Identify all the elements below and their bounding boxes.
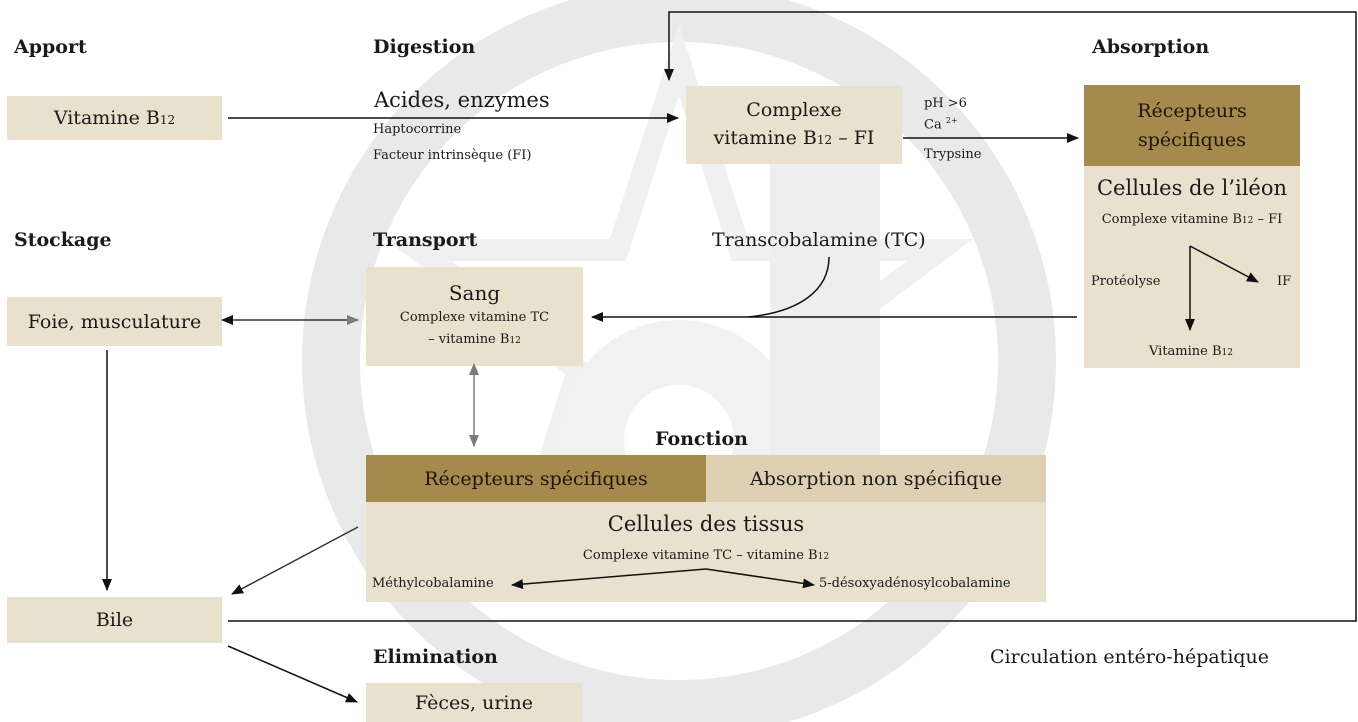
transcobalamine-curve xyxy=(747,256,830,318)
foie-musculature-box: Foie, musculature xyxy=(7,297,222,346)
ca-label: Ca 2+ xyxy=(924,116,958,133)
fonction-recepteurs-label: Récepteurs spécifiques xyxy=(424,467,648,490)
header-absorption: Absorption xyxy=(1092,36,1210,58)
absorption-non-specifique-box: Absorption non spécifique xyxy=(706,455,1046,502)
recepteurs-line2: spécifiques xyxy=(1138,128,1246,151)
acides-enzymes-label: Acides, enzymes xyxy=(374,88,550,112)
arrow-to-desoxy xyxy=(705,568,815,589)
arrow-tissus-to-bile xyxy=(231,526,359,595)
complexe-line2: vitamine B12 – FI xyxy=(713,127,875,149)
fonction-recepteurs-box: Récepteurs spécifiques xyxy=(366,455,706,502)
entero-hepatic-loop xyxy=(228,11,1357,622)
ileon-complexe-label: Complexe vitamine B12 – FI xyxy=(1101,212,1283,227)
sang-box: Sang Complexe vitamine TC – vitamine B12 xyxy=(366,267,583,366)
complexe-line1: Complexe xyxy=(746,99,842,121)
haptocorrine-label: Haptocorrine xyxy=(373,122,462,137)
header-apport: Apport xyxy=(14,36,87,58)
sang-title: Sang xyxy=(448,280,501,305)
vitamine-b12-box: Vitamine B12 xyxy=(7,96,222,140)
facteur-intrinseque-label: Facteur intrinsèque (FI) xyxy=(373,148,532,163)
if-label: IF xyxy=(1277,274,1292,289)
bile-label: Bile xyxy=(95,609,134,631)
recepteurs-line1: Récepteurs xyxy=(1137,99,1247,122)
arrow-bile-to-feces xyxy=(227,645,358,703)
ph-label: pH >6 xyxy=(924,96,967,111)
header-transport: Transport xyxy=(373,229,478,251)
tissus-complexe-label: Complexe vitamine TC – vitamine B12 xyxy=(582,548,830,563)
header-fonction: Fonction xyxy=(655,428,748,450)
methylcobalamine-label: Méthylcobalamine xyxy=(372,576,494,591)
vitamine-b12-label: Vitamine B12 xyxy=(53,107,176,129)
recepteurs-specifiques-box: Récepteurs spécifiques xyxy=(1084,85,1300,166)
cellules-tissus-title: Cellules des tissus xyxy=(607,512,805,536)
feces-urine-box: Fèces, urine xyxy=(366,683,582,722)
bile-box: Bile xyxy=(7,597,222,643)
feces-urine-label: Fèces, urine xyxy=(415,691,533,714)
sang-complexe-line1: Complexe vitamine TC xyxy=(399,309,550,325)
desoxyadenosylcobalamine-label: 5-désoxyadénosylcobalamine xyxy=(819,576,1011,591)
header-digestion: Digestion xyxy=(373,36,476,58)
cellules-ileon-panel xyxy=(1084,166,1300,368)
header-stockage: Stockage xyxy=(14,229,112,251)
ileon-vitamine-label: Vitamine B12 xyxy=(1149,344,1233,359)
foie-musculature-label: Foie, musculature xyxy=(27,310,202,333)
circulation-entero-hepatique-label: Circulation entéro-hépatique xyxy=(990,646,1270,668)
cellules-tissus-panel xyxy=(366,502,1046,602)
proteolyse-label: Protéolyse xyxy=(1091,274,1161,289)
absorption-non-specifique-label: Absorption non spécifique xyxy=(750,467,1002,490)
complexe-b12-fi-box: Complexe vitamine B12 – FI xyxy=(686,86,902,164)
cellules-ileon-title: Cellules de l’iléon xyxy=(1096,176,1287,200)
arrow-ileon-to-if xyxy=(1189,245,1259,283)
header-elimination: Elimination xyxy=(373,646,498,668)
trypsine-label: Trypsine xyxy=(924,147,982,162)
sang-complexe-line2: – vitamine B12 xyxy=(428,331,521,347)
arrow-to-methyl xyxy=(511,568,707,590)
transcobalamine-label: Transcobalamine (TC) xyxy=(712,229,926,251)
